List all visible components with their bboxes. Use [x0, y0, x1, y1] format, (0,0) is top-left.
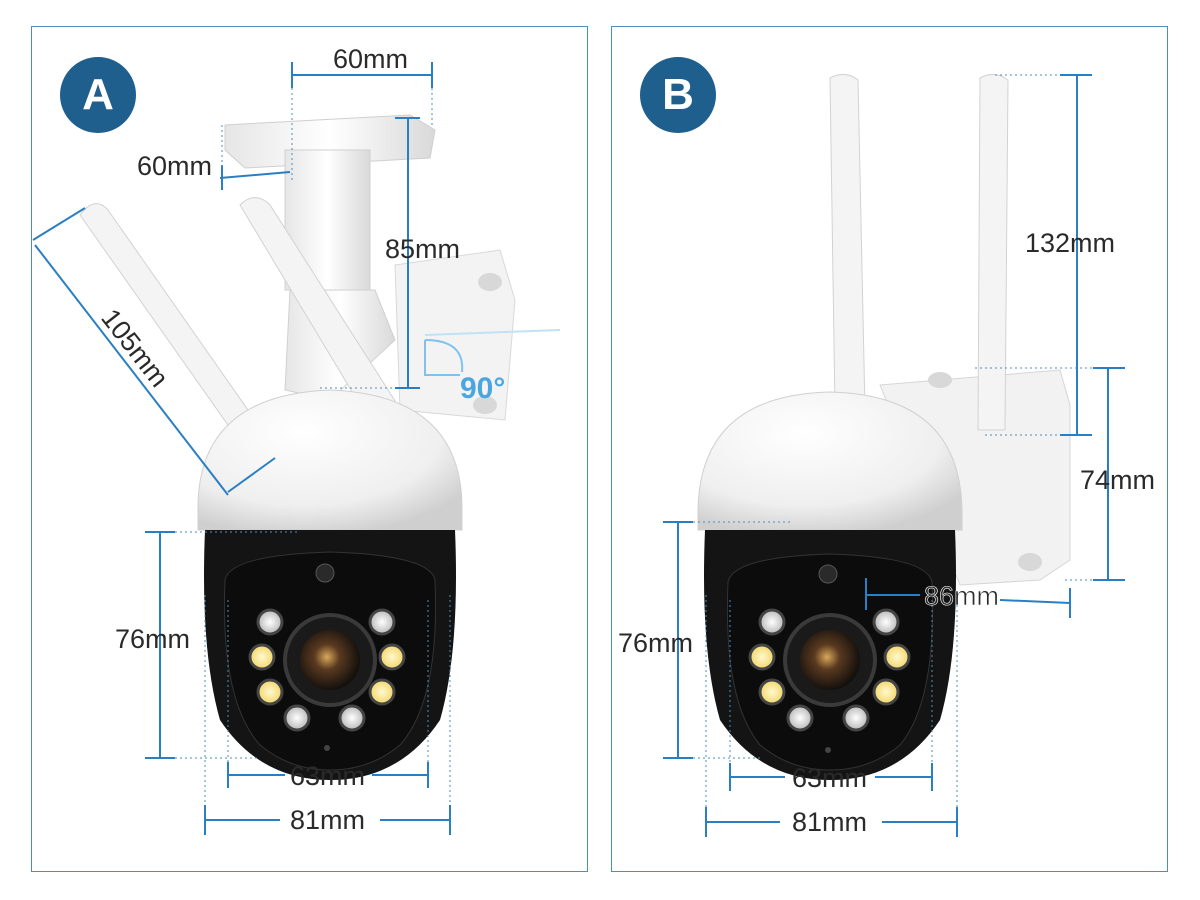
- label-lens-width-a: 63mm: [290, 761, 365, 791]
- label-bracket-width: 60mm: [333, 44, 408, 74]
- panel-a-dimensions: [32, 62, 561, 835]
- label-bracket-depth: 60mm: [137, 151, 212, 181]
- antenna-right-b: [977, 74, 1009, 431]
- label-antenna-height: 132mm: [1025, 228, 1115, 258]
- panel-a-badge: A: [60, 57, 136, 133]
- label-depth: 86mm: [924, 581, 999, 611]
- label-body-width-b: 81mm: [792, 807, 867, 837]
- label-arm-height: 85mm: [385, 234, 460, 264]
- label-front-height-b: 76mm: [618, 628, 693, 658]
- camera-a: [79, 114, 516, 780]
- label-rotation-angle: 90°: [460, 372, 505, 405]
- panel-b-badge: B: [640, 57, 716, 133]
- label-lens-width-b: 63mm: [792, 763, 867, 793]
- antenna-left: [79, 203, 256, 436]
- label-body-width-a: 81mm: [290, 805, 365, 835]
- label-mount-height: 74mm: [1080, 465, 1155, 495]
- label-front-height-a: 76mm: [115, 624, 190, 654]
- panel-b-dimensions: [663, 74, 1125, 837]
- camera-b: [697, 74, 1071, 780]
- antenna-left-b: [829, 74, 866, 411]
